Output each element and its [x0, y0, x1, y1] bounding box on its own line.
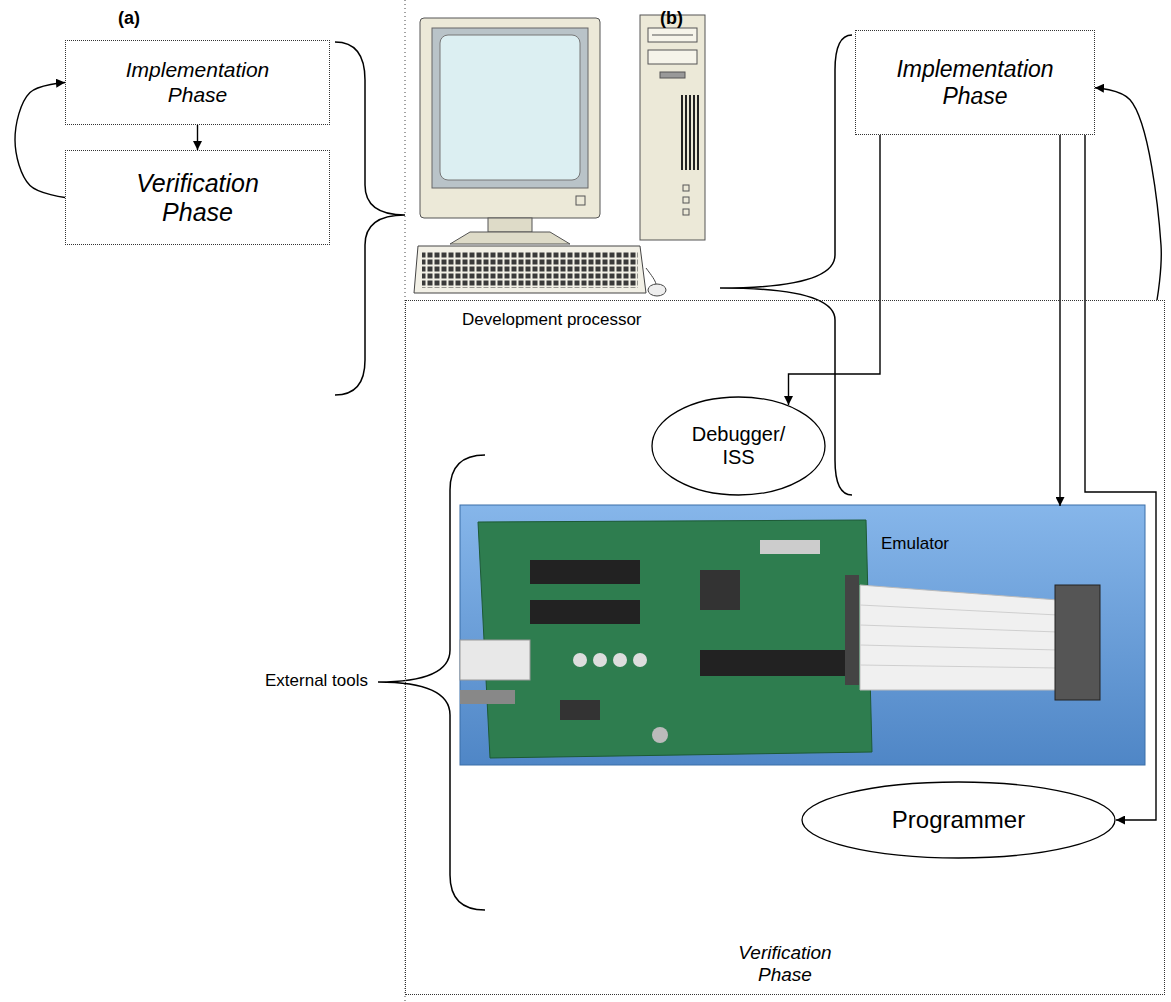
phase-box: Verification Phase — [65, 150, 330, 245]
ellipse-shape — [802, 782, 1115, 858]
illustration-part — [648, 28, 697, 42]
illustration-part — [652, 35, 693, 36]
illustration-part — [697, 95, 699, 170]
illustration-part — [593, 653, 607, 667]
illustration-part — [478, 520, 872, 758]
illustration-part — [460, 640, 530, 680]
label-holder: (b) — [660, 8, 683, 29]
node-text: Programmer — [892, 806, 1025, 834]
illustration-part — [845, 575, 859, 685]
tool-ellipse: Programmer — [801, 781, 1116, 859]
label-holder: External tools — [120, 671, 368, 691]
flow-arrow — [1095, 88, 1161, 300]
illustration-part — [860, 625, 1058, 632]
illustration-part — [682, 95, 698, 170]
illustration-part — [681, 95, 683, 170]
illustration-part — [460, 505, 1145, 765]
illustration-part — [685, 95, 687, 170]
tool-ellipse: Debugger/ ISS — [651, 396, 826, 496]
panel-label: (b) — [660, 8, 683, 29]
phase-box: Implementation Phase — [65, 40, 330, 125]
illustration-part — [693, 95, 695, 170]
phase-region: Verification Phase Debugger/ ISS EmulatorP… — [405, 300, 1165, 995]
illustration-part — [560, 700, 600, 720]
illustration-part — [700, 570, 740, 610]
illustration-part — [613, 653, 627, 667]
illustration-part — [660, 72, 685, 78]
illustration-part — [683, 209, 689, 215]
illustration-part — [860, 645, 1058, 650]
illustration-part — [460, 690, 515, 704]
illustration-part — [689, 95, 691, 170]
flow-arrow — [789, 135, 881, 405]
illustration-part — [860, 665, 1058, 668]
emulator-board: Emulator — [461, 506, 1146, 766]
flow-arrow — [1059, 135, 1060, 506]
flow-arrow — [15, 83, 65, 198]
node-text: Implementation Phase — [885, 56, 1065, 109]
flow-arrow — [197, 125, 198, 150]
illustration-part — [530, 600, 640, 624]
label-holder: Development processor — [462, 310, 642, 330]
emulator-photo — [460, 505, 1145, 765]
brace — [335, 42, 405, 395]
illustration-part — [860, 605, 1058, 668]
illustration-part — [440, 35, 580, 180]
node-text: Debugger/ ISS — [684, 423, 794, 469]
caption-label: Development processor — [462, 310, 642, 330]
illustration-part — [648, 284, 666, 296]
node-text: Verification Phase — [115, 169, 280, 227]
phase-box: Implementation Phase — [855, 30, 1095, 135]
illustration-part — [860, 585, 1058, 690]
illustration-part — [646, 268, 656, 284]
ellipse-shape — [652, 397, 825, 495]
illustration-part — [573, 653, 587, 667]
illustration-part — [432, 28, 588, 188]
illustration-part — [648, 50, 697, 64]
illustration-part — [860, 605, 1058, 615]
illustration-part — [450, 232, 570, 244]
brace-label: External tools — [120, 671, 368, 691]
illustration-part — [576, 196, 585, 205]
illustration-part — [488, 218, 532, 232]
illustration-part — [683, 185, 689, 191]
node-text: Implementation Phase — [108, 58, 288, 106]
panel-label: (a) — [118, 8, 140, 29]
label-holder: (a) — [118, 8, 140, 29]
node-text: Verification Phase — [720, 942, 850, 986]
illustration-part — [652, 727, 668, 743]
illustration-part — [640, 15, 705, 240]
illustration-part — [633, 653, 647, 667]
computer-illustration — [414, 15, 705, 296]
illustration-part — [683, 197, 689, 203]
illustration-part — [422, 251, 638, 288]
flow-arrow — [1085, 135, 1156, 820]
illustration-part — [760, 540, 820, 554]
illustration-part — [700, 650, 850, 676]
illustration-part — [530, 560, 640, 584]
illustration-part — [1055, 585, 1100, 700]
node-text: Emulator — [881, 534, 949, 554]
illustration-part — [420, 18, 600, 218]
illustration-part — [414, 246, 646, 293]
